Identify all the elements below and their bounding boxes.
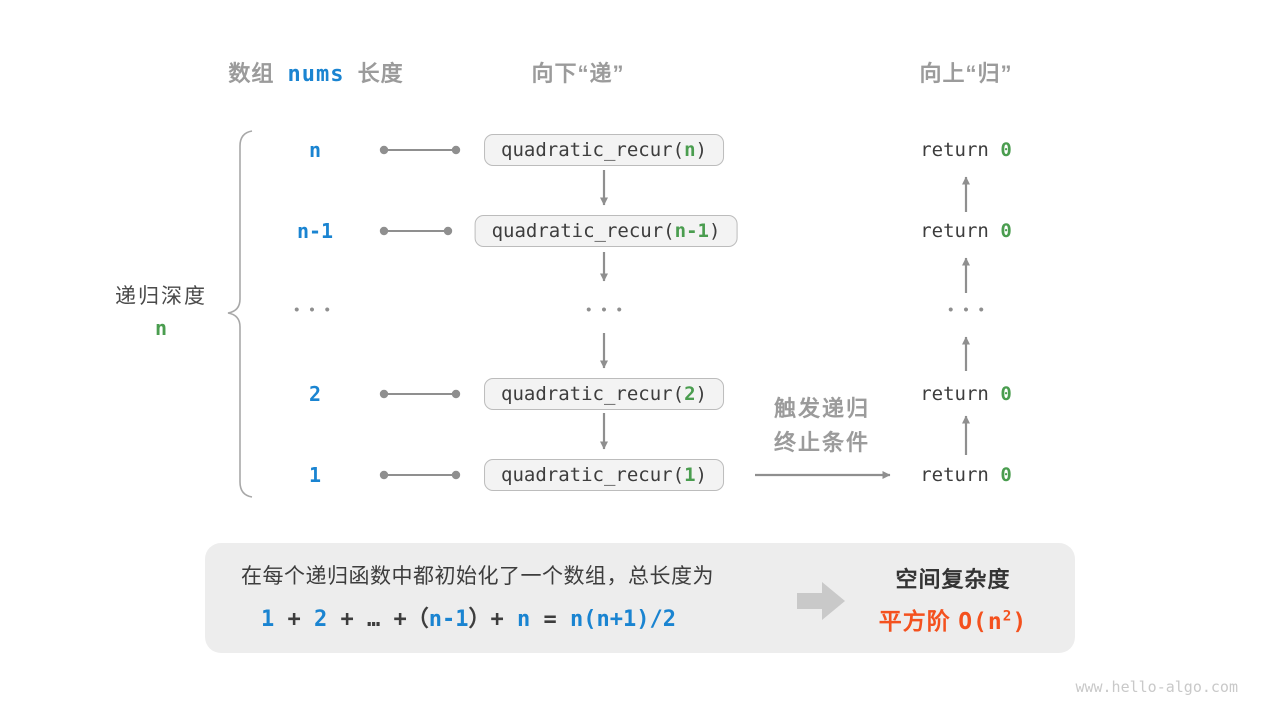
ellipsis-calls: •••: [586, 301, 632, 319]
return-statement-n-1: return 0: [920, 220, 1012, 242]
recursion-depth-value: n: [154, 316, 168, 340]
return-keyword: return: [920, 139, 1001, 161]
header-array-length-code: nums: [287, 62, 345, 87]
call-fn-name: quadratic_recur(: [491, 220, 675, 242]
call-fn-name: quadratic_recur(: [501, 464, 685, 486]
return-statement-2: return 0: [920, 383, 1012, 405]
call-paren: ): [695, 139, 707, 161]
base-case-note-line2: 终止条件: [773, 430, 871, 455]
return-keyword: return: [920, 220, 1001, 242]
call-fn-name: quadratic_recur(: [501, 139, 685, 161]
call-paren: ): [695, 383, 707, 405]
return-keyword: return: [920, 464, 1001, 486]
call-arg: 2: [684, 383, 696, 405]
formula-term: n-1: [428, 607, 469, 632]
return-keyword: return: [920, 383, 1001, 405]
return-value: 0: [1000, 139, 1012, 161]
header-array-length: 数组 nums 长度: [228, 56, 403, 88]
complexity-title: 空间复杂度: [895, 567, 1011, 592]
depth-value-n: n: [308, 138, 322, 162]
complexity-big-o: O(n2): [958, 608, 1028, 635]
header-descend: 向下“递”: [531, 61, 625, 86]
watermark: www.hello-algo.com: [1075, 678, 1238, 696]
call-arg: n-1: [674, 220, 709, 242]
call-paren: ): [695, 464, 707, 486]
summary-text: 在每个递归函数中都初始化了一个数组，总长度为: [241, 565, 714, 588]
header-ascend: 向上“归”: [919, 61, 1013, 86]
call-paren: ): [708, 220, 721, 242]
formula-op: +: [327, 607, 367, 632]
formula-op: ）+: [468, 607, 517, 632]
summary-panel: 在每个递归函数中都初始化了一个数组，总长度为 1 + 2 + … +（n-1）+…: [205, 543, 1075, 653]
header-array-length-post: 长度: [357, 61, 404, 86]
big-o-post: ): [1012, 609, 1028, 635]
call-box-n-1: quadratic_recur(n-1): [474, 215, 738, 247]
recursion-depth-label: 递归深度: [115, 285, 207, 308]
return-value: 0: [1000, 383, 1012, 405]
formula-op: +（: [380, 607, 429, 632]
ellipsis-depth: •••: [294, 301, 340, 319]
complexity-value: 平方阶 O(n2): [879, 602, 1027, 636]
return-value: 0: [1000, 464, 1012, 486]
depth-value-n-1: n-1: [296, 219, 334, 243]
call-arg: 1: [684, 464, 696, 486]
implies-arrow-icon: [797, 582, 845, 620]
ellipsis-returns: •••: [948, 301, 994, 319]
formula-equals: =: [530, 607, 570, 632]
depth-value-1: 1: [308, 463, 322, 487]
return-statement-n: return 0: [920, 139, 1012, 161]
formula-ellipsis: …: [367, 607, 381, 632]
call-box-1: quadratic_recur(1): [484, 459, 724, 491]
big-o-pre: O(n: [958, 609, 1003, 635]
depth-brace-icon: [227, 130, 253, 498]
complexity-order-cjk: 平方阶: [878, 608, 951, 634]
formula-term: 2: [314, 607, 328, 632]
formula-result: n(n+1)/2: [570, 607, 676, 632]
header-array-length-pre: 数组: [228, 61, 275, 86]
formula-op: +: [274, 607, 314, 632]
call-box-2: quadratic_recur(2): [484, 378, 724, 410]
base-case-note: 触发递归 终止条件: [774, 392, 870, 460]
base-case-note-line1: 触发递归: [773, 396, 871, 421]
summary-formula: 1 + 2 + … +（n-1）+ n = n(n+1)/2: [261, 601, 676, 633]
formula-term: n: [517, 607, 531, 632]
call-box-n: quadratic_recur(n): [484, 134, 724, 166]
depth-value-2: 2: [308, 382, 322, 406]
return-statement-1: return 0: [920, 464, 1012, 486]
big-o-exponent: 2: [1002, 608, 1013, 625]
call-arg: n: [684, 139, 696, 161]
formula-term: 1: [261, 607, 275, 632]
call-fn-name: quadratic_recur(: [501, 383, 685, 405]
return-value: 0: [1000, 220, 1012, 242]
